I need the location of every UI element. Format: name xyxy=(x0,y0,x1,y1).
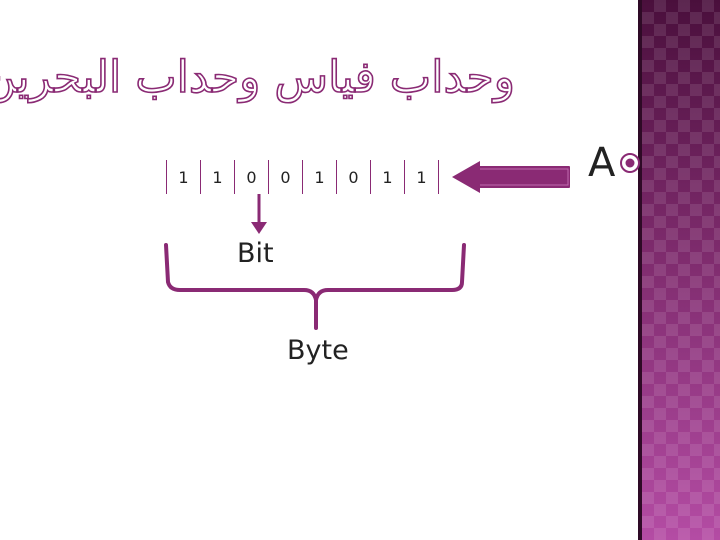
bit-cell: 1 xyxy=(405,160,439,194)
side-panel-border xyxy=(638,0,642,540)
bullet-letter: A xyxy=(588,140,616,186)
curly-brace-icon xyxy=(164,243,466,330)
circled-dot-icon xyxy=(620,153,641,173)
byte-bits-row: 1 1 0 0 1 0 1 1 xyxy=(166,160,439,194)
bit-label: Bit xyxy=(237,238,274,269)
slide-title: وحداب فياس وحداب البحرين xyxy=(0,51,515,104)
decorative-side-panel xyxy=(642,0,720,540)
bit-cell: 1 xyxy=(371,160,405,194)
byte-label: Byte xyxy=(287,335,349,366)
bit-cell: 1 xyxy=(201,160,235,194)
bullet-row: A xyxy=(588,140,641,186)
left-arrow-icon xyxy=(452,161,570,193)
bit-cell: 0 xyxy=(269,160,303,194)
down-arrow-icon xyxy=(251,194,267,234)
bit-cell: 1 xyxy=(303,160,337,194)
bit-cell: 1 xyxy=(167,160,201,194)
bit-cell: 0 xyxy=(337,160,371,194)
bit-cell: 0 xyxy=(235,160,269,194)
